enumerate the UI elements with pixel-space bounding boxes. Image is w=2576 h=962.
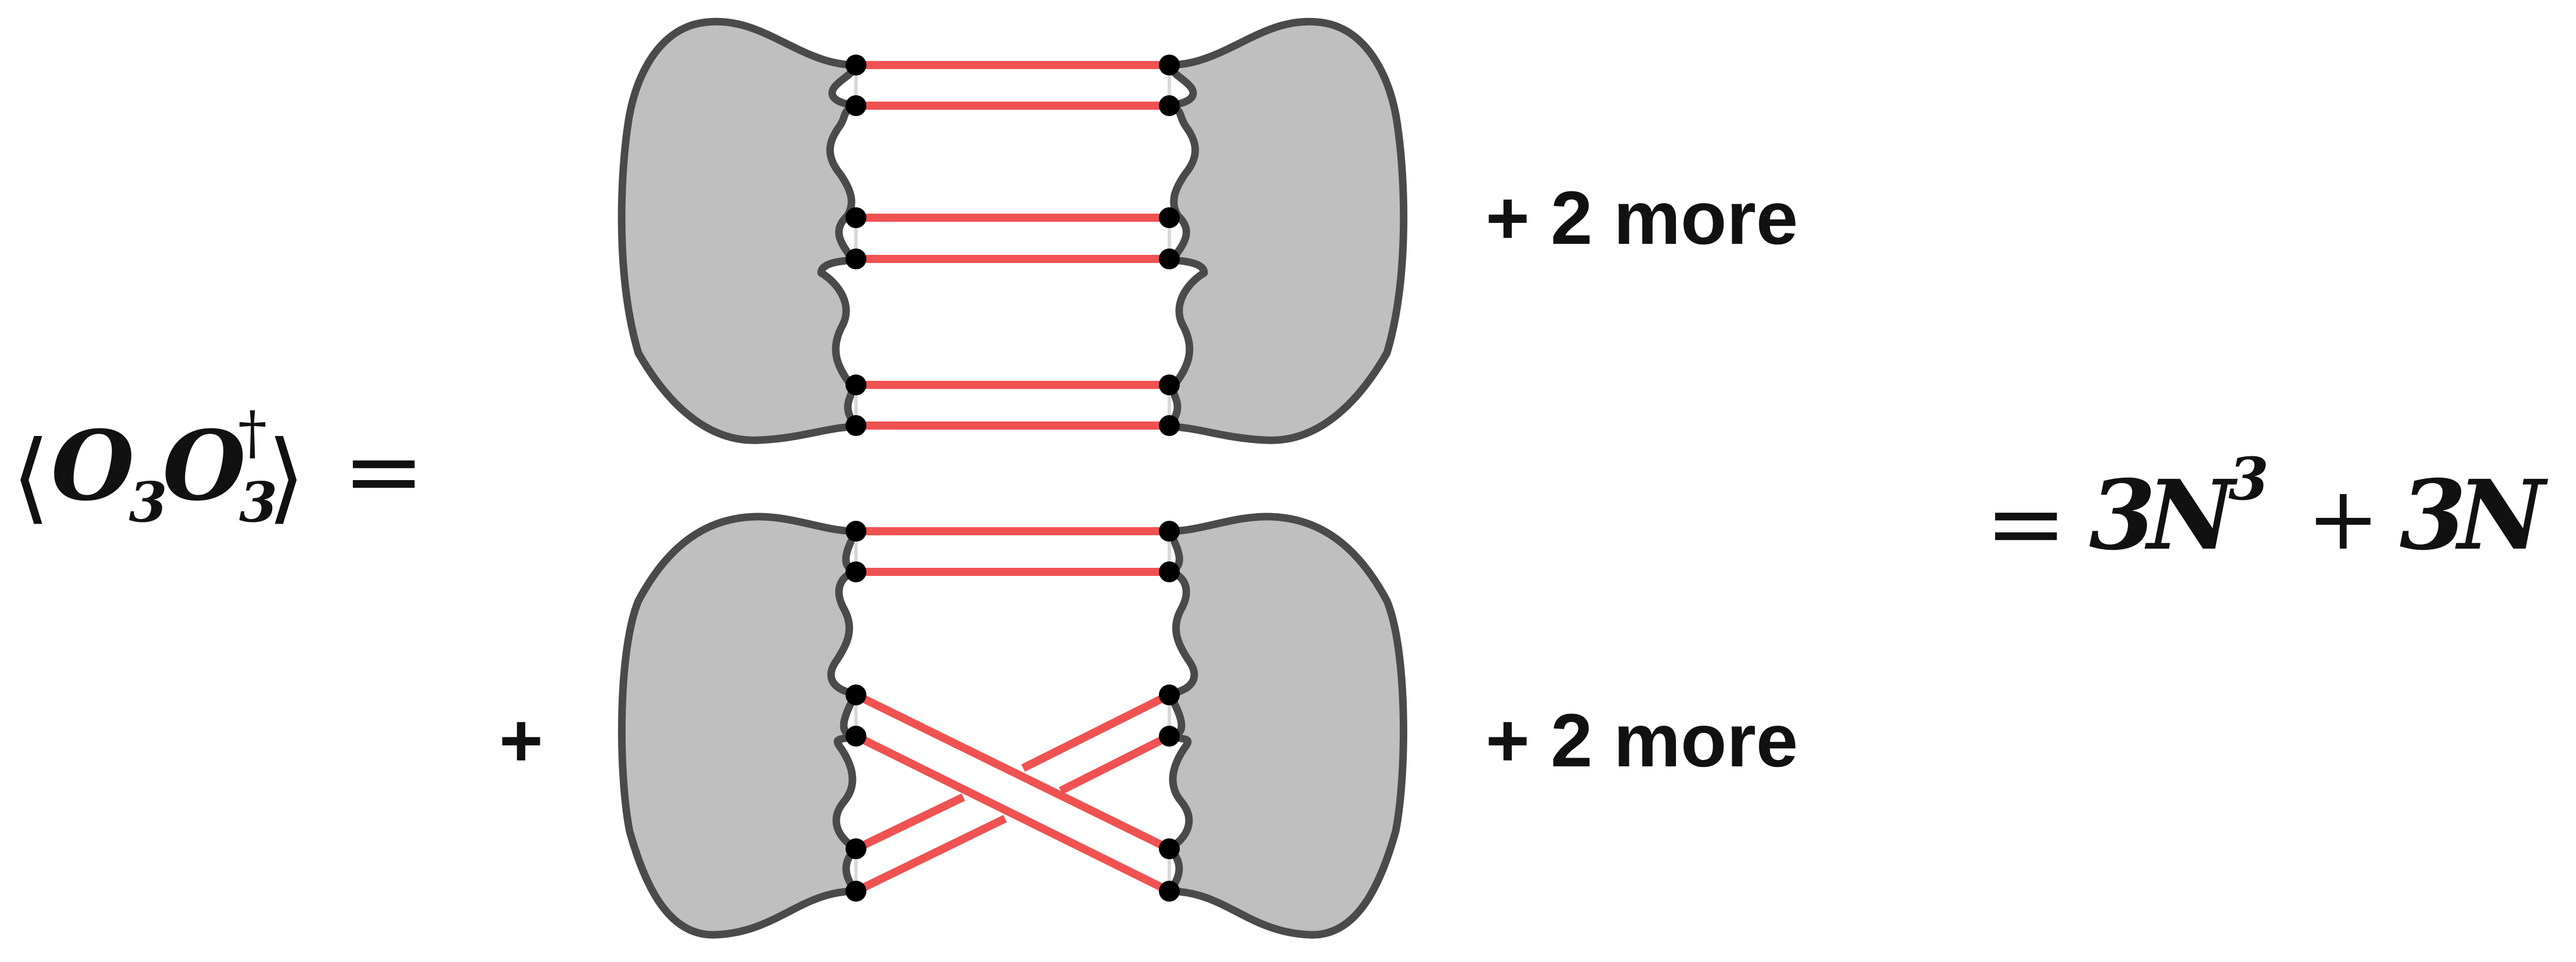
bottom-dot-r5 — [1159, 838, 1180, 859]
bottom-cross-line-b — [854, 732, 1172, 895]
operator-o3-dagger: O — [162, 409, 246, 522]
bottom-cross-line-a — [854, 691, 1172, 853]
rhs-coefficient-1: 3 — [2089, 459, 2156, 571]
rhs-coefficient-2: 3 — [2400, 459, 2466, 571]
bottom-cross-line-c1 — [854, 793, 966, 853]
top-dot-l4 — [846, 248, 866, 269]
bottom-dot-r1 — [1159, 521, 1180, 542]
bottom-right-operator-blob — [1165, 513, 1408, 939]
bottom-vertex-dots — [846, 521, 1180, 902]
top-dot-l5 — [846, 374, 866, 395]
rhs-expression: = 3 N 3 + 3 N — [1985, 445, 2548, 581]
top-dot-l2 — [846, 95, 866, 116]
bottom-wick-lines — [854, 527, 1172, 895]
bottom-dot-l5 — [846, 838, 866, 859]
rhs-exponent-3: 3 — [2228, 445, 2269, 513]
rhs-equals-sign: = — [1985, 466, 2067, 581]
bottom-dot-r3 — [1159, 684, 1180, 705]
top-dot-r6 — [1159, 415, 1180, 436]
bottom-edge-connectors — [854, 531, 1171, 891]
operator-o3-dagger-subscript: 3 — [239, 470, 277, 535]
top-left-operator-blob — [617, 17, 860, 444]
bottom-cross-line-c2 — [1021, 691, 1172, 772]
top-dot-r2 — [1159, 95, 1180, 116]
bottom-plus-label: + — [499, 698, 543, 783]
bottom-dot-l3 — [846, 684, 866, 705]
lhs-expression: ⟨ O 3 O 3 † ⟩ = — [12, 399, 425, 535]
bottom-cross-line-d2 — [1058, 732, 1172, 795]
bottom-wick-diagram: + — [499, 513, 1798, 939]
top-right-operator-blob — [1165, 17, 1408, 444]
top-dot-r4 — [1159, 248, 1180, 269]
bottom-dot-l2 — [846, 561, 866, 582]
top-vertex-dots — [846, 55, 1180, 436]
rhs-base-n-2: N — [2455, 459, 2548, 571]
top-dot-r1 — [1159, 55, 1180, 75]
top-dot-r5 — [1159, 374, 1180, 395]
top-more-label: + 2 more — [1486, 175, 1798, 260]
top-wick-diagram: + 2 more — [617, 17, 1798, 444]
bottom-cross-line-d1 — [854, 815, 1007, 895]
bottom-dot-l6 — [846, 881, 866, 902]
operator-o3: O — [51, 409, 135, 522]
rhs-plus-sign: + — [2307, 469, 2380, 570]
dagger-superscript: † — [238, 399, 267, 467]
bottom-dot-r4 — [1159, 726, 1180, 747]
top-edge-connectors — [854, 65, 1171, 427]
bottom-dot-r6 — [1159, 881, 1180, 902]
bottom-more-label: + 2 more — [1486, 698, 1798, 783]
top-dot-l6 — [846, 415, 866, 436]
right-angle-bracket: ⟩ — [267, 420, 305, 535]
top-dot-l1 — [846, 55, 866, 75]
bottom-dot-l1 — [846, 521, 866, 542]
rhs-base-n-1: N — [2144, 459, 2238, 571]
top-wick-lines — [856, 61, 1169, 430]
top-dot-l3 — [846, 207, 866, 228]
bottom-left-operator-blob — [617, 513, 860, 939]
left-angle-bracket: ⟨ — [12, 420, 50, 535]
operator-o3-subscript: 3 — [129, 470, 167, 535]
lhs-equals-sign: = — [342, 414, 425, 529]
bottom-dot-r2 — [1159, 561, 1180, 582]
bottom-dot-l4 — [846, 726, 866, 747]
top-dot-r3 — [1159, 207, 1180, 228]
